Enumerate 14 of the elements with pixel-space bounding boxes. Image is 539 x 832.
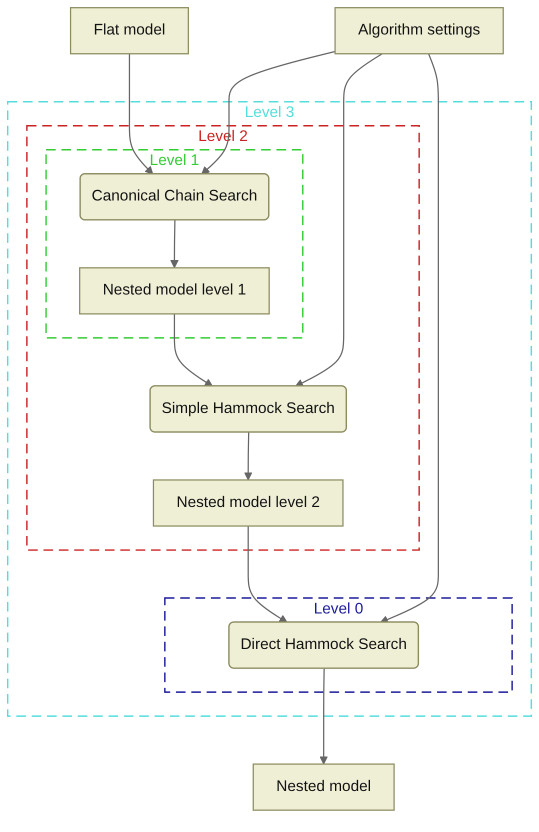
- arrow: [244, 432, 252, 480]
- node-box: Algorithm settings: [334, 7, 504, 54]
- arrow: [319, 668, 328, 764]
- arrow: [128, 54, 154, 175]
- node-box: Nested model: [252, 763, 395, 811]
- arrow: [170, 220, 179, 268]
- arrow: [295, 53, 383, 387]
- arrow: [201, 50, 336, 175]
- arrow: [380, 54, 439, 624]
- node-box: Nested model level 1: [79, 267, 270, 315]
- arrow: [174, 314, 213, 387]
- arrow: [248, 526, 288, 623]
- node-box: Flat model: [70, 7, 189, 54]
- node-box: Nested model level 2: [152, 479, 344, 527]
